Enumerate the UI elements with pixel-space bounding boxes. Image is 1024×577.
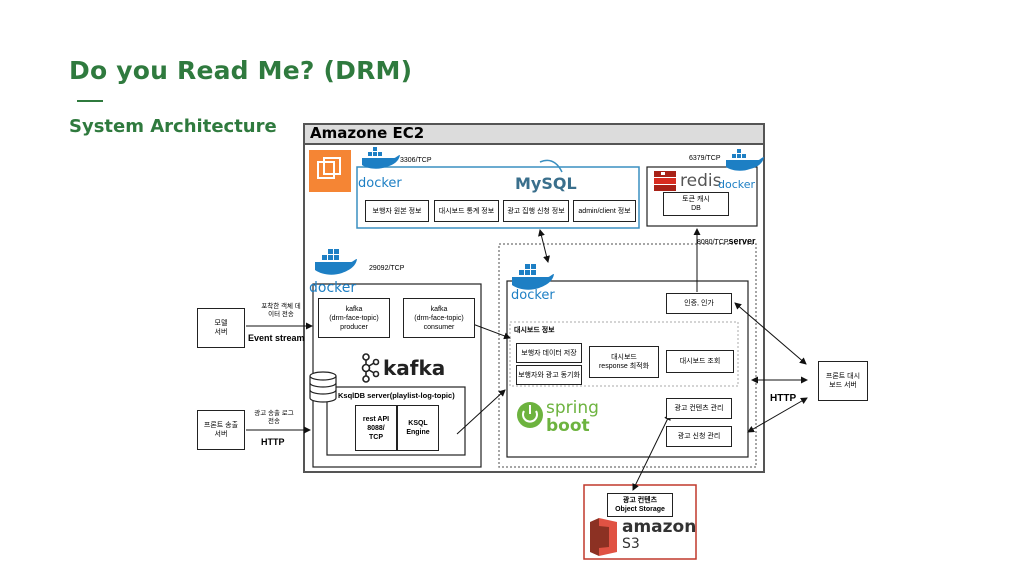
spring-boot-power-icon [517, 402, 543, 428]
spring-logo-label: spring boot [546, 399, 599, 435]
optimize-response-box: 대시보드 response 최적화 [589, 346, 659, 378]
database-cylinder-icon [309, 371, 337, 403]
model-server-box: 모델 서버 [197, 308, 245, 348]
dashboard-view-box: 대시보드 조회 [666, 350, 734, 373]
ad-log-annotation: 광고 송출 로그 전송 [248, 410, 300, 426]
adrequest-front-arrow [747, 397, 808, 433]
kafka-port: 29092/TCP [369, 265, 405, 272]
mysql-docker-label: docker [358, 176, 402, 191]
redis-logo-label: redis [680, 171, 722, 191]
event-stream-label: Event stream [248, 333, 305, 343]
model-server-line1: 모델 [214, 320, 228, 327]
redis-token-cache-db: 토큰 캐시 DB [663, 192, 729, 216]
mysql-table-admin-client: admin/client 정보 [573, 200, 636, 222]
ec2-header-bar [303, 123, 765, 145]
optimize-line2: response 최적화 [598, 363, 650, 370]
slide-subtitle: System Architecture [69, 116, 277, 137]
rest-api-line3: TCP [369, 433, 383, 441]
mysql-table-dashboard-stats: 대시보드 통계 정보 [434, 200, 499, 222]
s3-storage-line1: 광고 컨텐츠 [622, 497, 658, 504]
docker-whale-mysql-icon [362, 147, 400, 169]
optimize-line1: 대시보드 [611, 354, 637, 361]
s3-storage-line2: Object Storage [615, 506, 665, 513]
redis-docker-label: docker [718, 178, 756, 191]
kafka-consumer-line2: (drm-face-topic) [414, 314, 464, 322]
dashboard-info-label: 대시보드 정보 [514, 327, 555, 334]
s3-logo-line1: amazon [622, 517, 697, 537]
front-send-http-label: HTTP [261, 437, 285, 447]
front-send-server-box: 프론트 송출 서버 [197, 410, 245, 450]
spring-logo-line2: boot [546, 416, 590, 436]
rest-api-line2: 8088/ [367, 424, 385, 432]
ksqldb-border [326, 386, 466, 456]
docker-whale-redis-icon [726, 149, 764, 171]
mysql-dolphin-icon [539, 159, 563, 173]
spring-port: 8080/TCPserver [697, 236, 756, 246]
auth-front-arrow [734, 302, 807, 365]
mysql-group-border [356, 166, 640, 229]
rest-api-line1: rest API [362, 415, 390, 423]
kafka-docker-label: docker [309, 280, 357, 296]
kafka-logo-label: kafka [383, 356, 446, 380]
sync-pedestrian-ads-box: 보행자와 광고 동기화 [516, 365, 582, 385]
mysql-logo-label: MySQL [515, 174, 577, 193]
docker-whale-spring-icon [512, 264, 554, 290]
mysql-spring-arrow [538, 229, 550, 263]
ksql-engine-box: KSQL Engine [397, 405, 439, 451]
kafka-consumer-box: kafka (drm-face-topic) consumer [403, 298, 475, 338]
aws-ec2-icon [309, 150, 351, 192]
ksql-to-spring-arrow [456, 389, 506, 435]
ad-content-box: 광고 컨텐츠 관리 [666, 398, 732, 419]
mysql-table-pedestrian: 보행자 원본 정보 [365, 200, 429, 222]
spring-docker-label: docker [511, 288, 555, 303]
s3-logo-label: amazon S3 [622, 519, 696, 553]
auth-box: 인증, 인가 [666, 293, 732, 314]
slide-title: Do you Read Me? (DRM) [69, 56, 413, 85]
ec2-label: Amazone EC2 [310, 124, 425, 142]
ad-log-annotation-line1: 광고 송출 로그 [254, 410, 294, 417]
kafka-producer-box: kafka (drm-face-topic) producer [318, 298, 390, 338]
redis-port: 6379/TCP [689, 155, 721, 162]
ksqldb-rest-api-box: rest API 8088/ TCP [355, 405, 397, 451]
model-annotation-line2: 이터 전송 [268, 311, 294, 318]
kafka-producer-line2: (drm-face-topic) [329, 314, 379, 322]
kafka-producer-line1: kafka [345, 305, 363, 313]
redis-cache-line1: 토큰 캐시 [682, 196, 710, 203]
kafka-consumer-line1: kafka [430, 305, 448, 313]
ad-log-annotation-line2: 전송 [268, 418, 280, 425]
ksql-engine-line2: Engine [406, 429, 430, 436]
redis-cache-line2: DB [691, 205, 701, 212]
model-annotation-line1: 포착한 객체 데 [261, 303, 301, 310]
ksqldb-label: KsqlDB server(playlist-log-topic) [338, 391, 455, 400]
kafka-consumer-line3: consumer [423, 323, 455, 331]
redis-group-border [646, 166, 758, 227]
title-divider [77, 100, 103, 102]
server-label: server [728, 236, 756, 246]
front-dashboard-http-label: HTTP [770, 393, 797, 404]
ad-request-box: 광고 신청 관리 [666, 426, 732, 447]
spring-port-value: 8080/TCP [697, 239, 729, 246]
mysql-port: 3306/TCP [400, 157, 432, 164]
model-annotation: 포착한 객체 데 이터 전송 [252, 303, 310, 319]
redis-logo-icon [654, 171, 676, 191]
mysql-table-ad-request: 광고 집행 신청 정보 [503, 200, 569, 222]
s3-bucket-icon [590, 518, 617, 556]
front-dashboard-line1: 프론트 대시 [825, 373, 861, 380]
front-send-line2: 서버 [214, 431, 228, 438]
docker-whale-kafka-icon [315, 249, 357, 275]
save-pedestrian-box: 보행자 데이터 저장 [516, 343, 582, 363]
model-server-line2: 서버 [214, 329, 228, 336]
s3-object-storage-box: 광고 컨텐츠 Object Storage [607, 493, 673, 517]
front-dashboard-server-box: 프론트 대시 보드 서버 [818, 361, 868, 401]
spring-docker-border [506, 280, 749, 458]
ksql-engine-line1: KSQL [408, 420, 428, 427]
spring-logo-line1: spring [546, 398, 599, 418]
front-send-line1: 프론트 송출 [203, 422, 239, 429]
content-s3-arrow [632, 413, 671, 491]
s3-logo-line2: S3 [622, 536, 640, 552]
front-dashboard-line2: 보드 서버 [829, 382, 857, 389]
kafka-logo-icon [361, 353, 380, 383]
kafka-producer-line3: producer [340, 323, 368, 331]
